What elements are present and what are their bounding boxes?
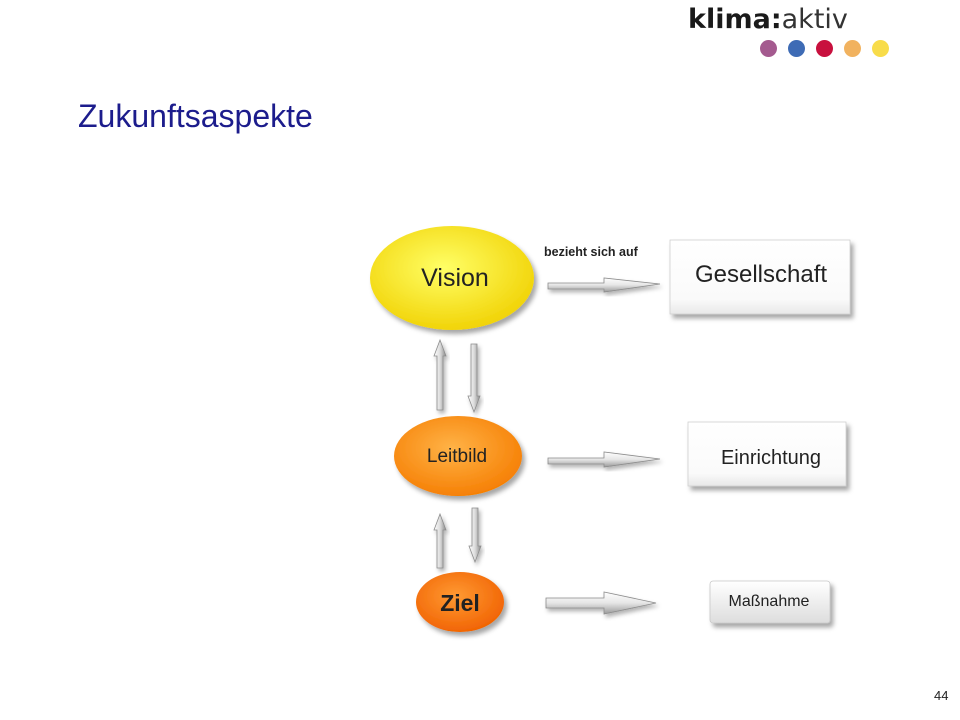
- node-ziel: Ziel: [416, 572, 504, 632]
- logo-dot: [760, 40, 777, 57]
- logo-dot: [872, 40, 889, 57]
- edge-label: bezieht sich auf: [544, 245, 639, 259]
- logo-dot: [788, 40, 805, 57]
- target-einrichtung: Einrichtung: [687, 421, 847, 487]
- logo-text-light: aktiv: [781, 4, 848, 35]
- arrow-vision-gesellschaft: [547, 277, 661, 293]
- page-number: 44: [934, 688, 949, 703]
- massnahme-box: [709, 580, 831, 624]
- target-massnahme: Maßnahme: [709, 580, 831, 624]
- einrichtung-label: Einrichtung: [721, 447, 821, 469]
- einrichtung-box: [687, 421, 847, 487]
- ziel-label: Ziel: [440, 590, 480, 616]
- node-vision: Vision: [370, 226, 534, 330]
- leitbild-label: Leitbild: [427, 446, 487, 467]
- arrow-up-leitbild-vision: [433, 338, 447, 411]
- logo-dot: [816, 40, 833, 57]
- target-gesellschaft: Gesellschaft: [669, 239, 851, 315]
- klima-aktiv-logo: klima:aktiv: [686, 4, 900, 62]
- logo-text-bold: klima: [688, 4, 771, 35]
- page-title: Zukunftsaspekte: [78, 98, 313, 134]
- arrow-up-ziel-leitbild: [433, 512, 447, 569]
- ziel-ellipse: [416, 572, 504, 632]
- gesellschaft-box: [669, 239, 851, 315]
- arrow-ziel-massnahme: [545, 591, 657, 615]
- logo-text-separator: :: [770, 4, 782, 35]
- vision-label: Vision: [421, 264, 489, 292]
- leitbild-ellipse: [394, 416, 522, 496]
- logo-wordmark: klima:aktiv: [688, 4, 848, 35]
- arrow-leitbild-einrichtung: [547, 451, 661, 468]
- arrow-down-vision-leitbild: [467, 343, 481, 414]
- logo-dot: [844, 40, 861, 57]
- gesellschaft-label: Gesellschaft: [695, 261, 827, 288]
- vision-ellipse: [370, 226, 534, 330]
- node-leitbild: Leitbild: [394, 416, 522, 496]
- arrow-down-leitbild-ziel: [468, 507, 482, 564]
- massnahme-label: Maßnahme: [729, 593, 810, 610]
